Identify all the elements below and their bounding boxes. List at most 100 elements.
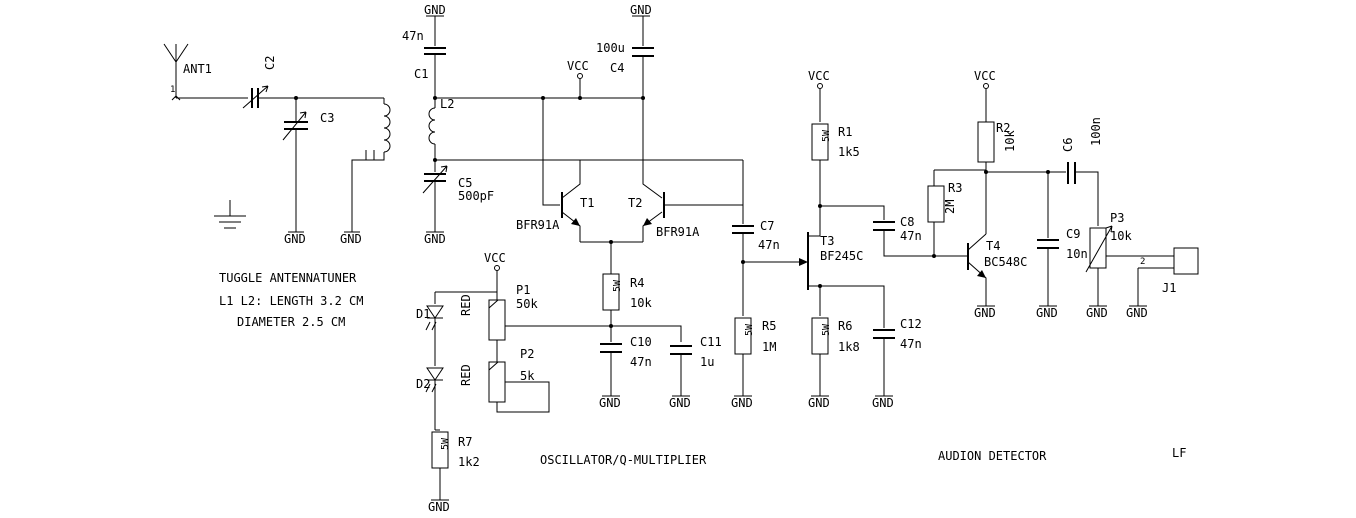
vcc-r1: VCC <box>808 69 830 122</box>
svg-text:5W: 5W <box>440 437 451 450</box>
ground-c1-top: GND <box>424 3 446 46</box>
c10-label: C10 <box>630 335 652 349</box>
svg-text:GND: GND <box>1036 306 1058 320</box>
jack-j1 <box>1137 247 1199 306</box>
c2-label: C2 <box>263 56 277 70</box>
svg-text:5W: 5W <box>821 129 832 142</box>
jfet-t3 <box>743 232 821 316</box>
p3-value: 10k <box>1110 229 1132 243</box>
c11-value: 1u <box>700 355 714 369</box>
ground-r5: GND <box>731 395 753 410</box>
ground-c3: GND <box>284 231 306 246</box>
resistor-r5: 5W <box>734 317 755 355</box>
svg-text:VCC: VCC <box>808 69 830 83</box>
r5-value: 1M <box>762 340 776 354</box>
svg-text:GND: GND <box>669 396 691 410</box>
c4-value: 100u <box>596 41 625 55</box>
resistor-r1: 5W <box>811 123 832 161</box>
c6-label: C6 <box>1061 138 1075 152</box>
svg-text:VCC: VCC <box>567 59 589 73</box>
oscillator-title-note: OSCILLATOR/Q-MULTIPLIER <box>540 453 707 467</box>
potentiometer-p1 <box>488 292 506 362</box>
capacitor-c3 <box>282 111 308 141</box>
t1-type: BFR91A <box>516 218 560 232</box>
resistor-r2 <box>977 121 995 163</box>
p2-value: 5k <box>520 369 535 383</box>
svg-text:GND: GND <box>284 232 306 246</box>
r6-label: R6 <box>838 319 852 333</box>
svg-text:GND: GND <box>340 232 362 246</box>
p1-label: P1 <box>516 283 530 297</box>
oscillator-section: GND 47n C1 VCC L2 <box>402 3 780 514</box>
r7-value: 1k2 <box>458 455 480 469</box>
svg-text:GND: GND <box>1126 306 1148 320</box>
capacitor-c11 <box>670 345 692 355</box>
c11-label: C11 <box>700 335 722 349</box>
vcc-osc: VCC <box>567 59 589 98</box>
d2-type: RED <box>459 364 473 386</box>
svg-text:GND: GND <box>974 306 996 320</box>
coil-note-line2: DIAMETER 2.5 CM <box>237 315 345 329</box>
c3-label: C3 <box>320 111 334 125</box>
ground-l1: GND <box>340 231 362 246</box>
coil-l1 <box>351 98 391 232</box>
ant1-label: ANT1 <box>183 62 212 76</box>
svg-text:VCC: VCC <box>484 251 506 265</box>
j1-label: J1 <box>1162 281 1176 295</box>
potentiometer-p3 <box>1085 225 1113 273</box>
c7-value: 47n <box>758 238 780 252</box>
capacitor-c12 <box>873 329 895 339</box>
p1-value: 50k <box>516 297 538 311</box>
d1-type: RED <box>459 294 473 316</box>
detector-section: VCC 5W R1 1k5 T3 BF245C C8 47n <box>743 69 1088 463</box>
t2-label: T2 <box>628 196 642 210</box>
r2-label: R2 <box>996 121 1010 135</box>
capacitor-c7 <box>732 225 754 234</box>
transistor-t1 <box>542 98 581 242</box>
lf-section: C6 100n P3 10k GND 2 J1 GND LF <box>1061 117 1199 460</box>
r6-value: 1k8 <box>838 340 860 354</box>
lf-title-note: LF <box>1172 446 1186 460</box>
c1-label: C1 <box>414 67 428 81</box>
c9-label: C9 <box>1066 227 1080 241</box>
r2-value: 10k <box>1003 130 1017 152</box>
c6-value: 100n <box>1089 117 1103 146</box>
c10-value: 47n <box>630 355 652 369</box>
svg-text:GND: GND <box>1086 306 1108 320</box>
d2-label: D2 <box>416 377 430 391</box>
transistor-t4 <box>966 233 987 306</box>
c9-value: 10n <box>1066 247 1088 261</box>
coil-note-line1: L1 L2: LENGTH 3.2 CM <box>219 294 364 308</box>
capacitor-c8 <box>873 221 895 231</box>
ground-j1: GND <box>1126 305 1148 320</box>
svg-text:GND: GND <box>599 396 621 410</box>
ant1-pin-label: 1 <box>170 85 175 95</box>
ground-c5: GND <box>424 231 446 246</box>
ground-c10: GND <box>599 395 621 410</box>
svg-text:GND: GND <box>872 396 894 410</box>
svg-text:GND: GND <box>424 3 446 17</box>
svg-text:GND: GND <box>808 396 830 410</box>
c12-label: C12 <box>900 317 922 331</box>
ground-r7: GND <box>428 499 450 514</box>
ground-r6: GND <box>808 395 830 410</box>
ground-t4: GND <box>974 305 996 320</box>
vcc-r2: VCC <box>974 69 996 122</box>
earth-ground-icon <box>214 200 246 229</box>
d1-label: D1 <box>416 307 430 321</box>
svg-text:GND: GND <box>428 500 450 514</box>
p3-label: P3 <box>1110 211 1124 225</box>
ground-c4-top: GND <box>630 3 652 46</box>
resistor-r3 <box>927 185 945 223</box>
ground-c12: GND <box>872 395 894 410</box>
svg-text:GND: GND <box>731 396 753 410</box>
r4-value: 10k <box>630 296 652 310</box>
c1-value: 47n <box>402 29 424 43</box>
t2-type: BFR91A <box>656 225 700 239</box>
capacitor-c6 <box>1067 162 1076 184</box>
jack-pin-label: 2 <box>1140 257 1145 267</box>
potentiometer-p2 <box>488 361 550 413</box>
r3-label: R3 <box>948 181 962 195</box>
vcc-pots: VCC <box>484 251 506 292</box>
